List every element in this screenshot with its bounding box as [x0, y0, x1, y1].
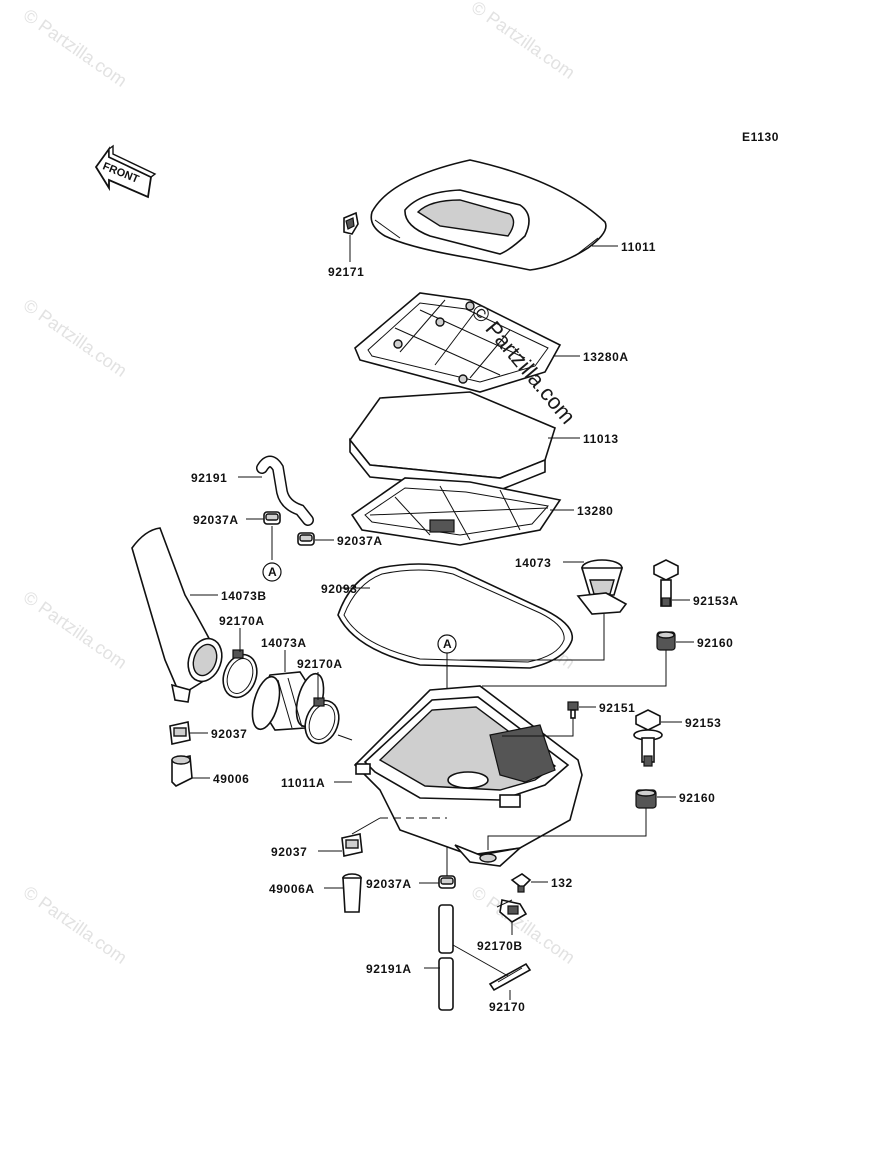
- intake-duct: [131, 527, 223, 703]
- label-92153A: 92153A: [693, 594, 739, 608]
- callout-a-right-letter: A: [443, 637, 452, 651]
- label-92151: 92151: [599, 701, 635, 715]
- air-cleaner-case: [353, 685, 583, 867]
- label-92170A-right: 92170A: [297, 657, 343, 671]
- label-14073B: 14073B: [221, 589, 267, 603]
- hose-92191A: [438, 904, 454, 1011]
- drain-tube-49006A: [342, 873, 362, 913]
- damper-lower: [635, 789, 657, 809]
- watermark-top-right: © Partzilla.com: [468, 0, 579, 83]
- label-14073A: 14073A: [261, 636, 307, 650]
- label-92171: 92171: [328, 265, 364, 279]
- clamp-92037-left: [169, 721, 191, 745]
- label-49006A: 49006A: [269, 882, 315, 896]
- clamp-92170B: [499, 899, 528, 923]
- watermark-center-left: © Partzilla.com: [20, 587, 131, 673]
- label-92170B: 92170B: [477, 939, 523, 953]
- velocity-stack: [576, 559, 628, 615]
- watermark-bottom-right: © Partzilla.com: [468, 882, 579, 968]
- front-arrow-icon: FRONT: [94, 144, 157, 199]
- breather-hose: [256, 455, 314, 526]
- label-92037-left: 92037: [211, 727, 247, 741]
- label-14073: 14073: [515, 556, 551, 570]
- clamp-92037-lower: [341, 833, 363, 857]
- watermark-bottom-left: © Partzilla.com: [20, 882, 131, 968]
- watermark-top-left: © Partzilla.com: [20, 5, 131, 91]
- clamp-92037A-right: [297, 532, 315, 546]
- element-holder-upper: [354, 292, 562, 393]
- label-13280A: 13280A: [583, 350, 629, 364]
- label-92170A-left: 92170A: [219, 614, 265, 628]
- callout-a-left-letter: A: [268, 565, 277, 579]
- label-92191A: 92191A: [366, 962, 412, 976]
- filter-element: [348, 391, 556, 491]
- diagram-code: E1130: [742, 130, 779, 144]
- label-92170: 92170: [489, 1000, 525, 1014]
- label-11013: 11013: [583, 432, 619, 446]
- label-92037A-bottom: 92037A: [366, 877, 412, 891]
- label-11011A: 11011A: [281, 776, 325, 790]
- gasket: [337, 563, 574, 669]
- label-92037A-left: 92037A: [193, 513, 239, 527]
- label-92191: 92191: [191, 471, 227, 485]
- label-92160-upper: 92160: [697, 636, 733, 650]
- bolt-92153A: [653, 559, 679, 607]
- damper-upper: [656, 631, 676, 651]
- label-92160-lower: 92160: [679, 791, 715, 805]
- strap-92170: [488, 962, 532, 992]
- element-holder-lower: [350, 477, 562, 546]
- bolt-92153: [633, 709, 663, 767]
- label-49006: 49006: [213, 772, 249, 786]
- clamp-92037A-bottom: [438, 875, 456, 889]
- watermark-mid-left: © Partzilla.com: [20, 295, 131, 381]
- clamp-92170A-right: [304, 697, 340, 745]
- clip-92171: [343, 211, 359, 235]
- clamp-92037A-upper: [263, 511, 281, 525]
- label-92037-lower: 92037: [271, 845, 307, 859]
- callout-a-left: [262, 562, 282, 582]
- label-92153: 92153: [685, 716, 721, 730]
- label-92037A-right: 92037A: [337, 534, 383, 548]
- air-cleaner-cover: [370, 159, 607, 271]
- bolt-92151: [567, 701, 579, 719]
- label-132: 132: [551, 876, 573, 890]
- screw-132: [510, 873, 532, 893]
- label-11011: 11011: [621, 240, 656, 254]
- label-13280: 13280: [577, 504, 613, 518]
- label-92093: 92093: [321, 582, 357, 596]
- clamp-92170A-left: [222, 649, 258, 699]
- drain-cap-49006: [171, 755, 193, 787]
